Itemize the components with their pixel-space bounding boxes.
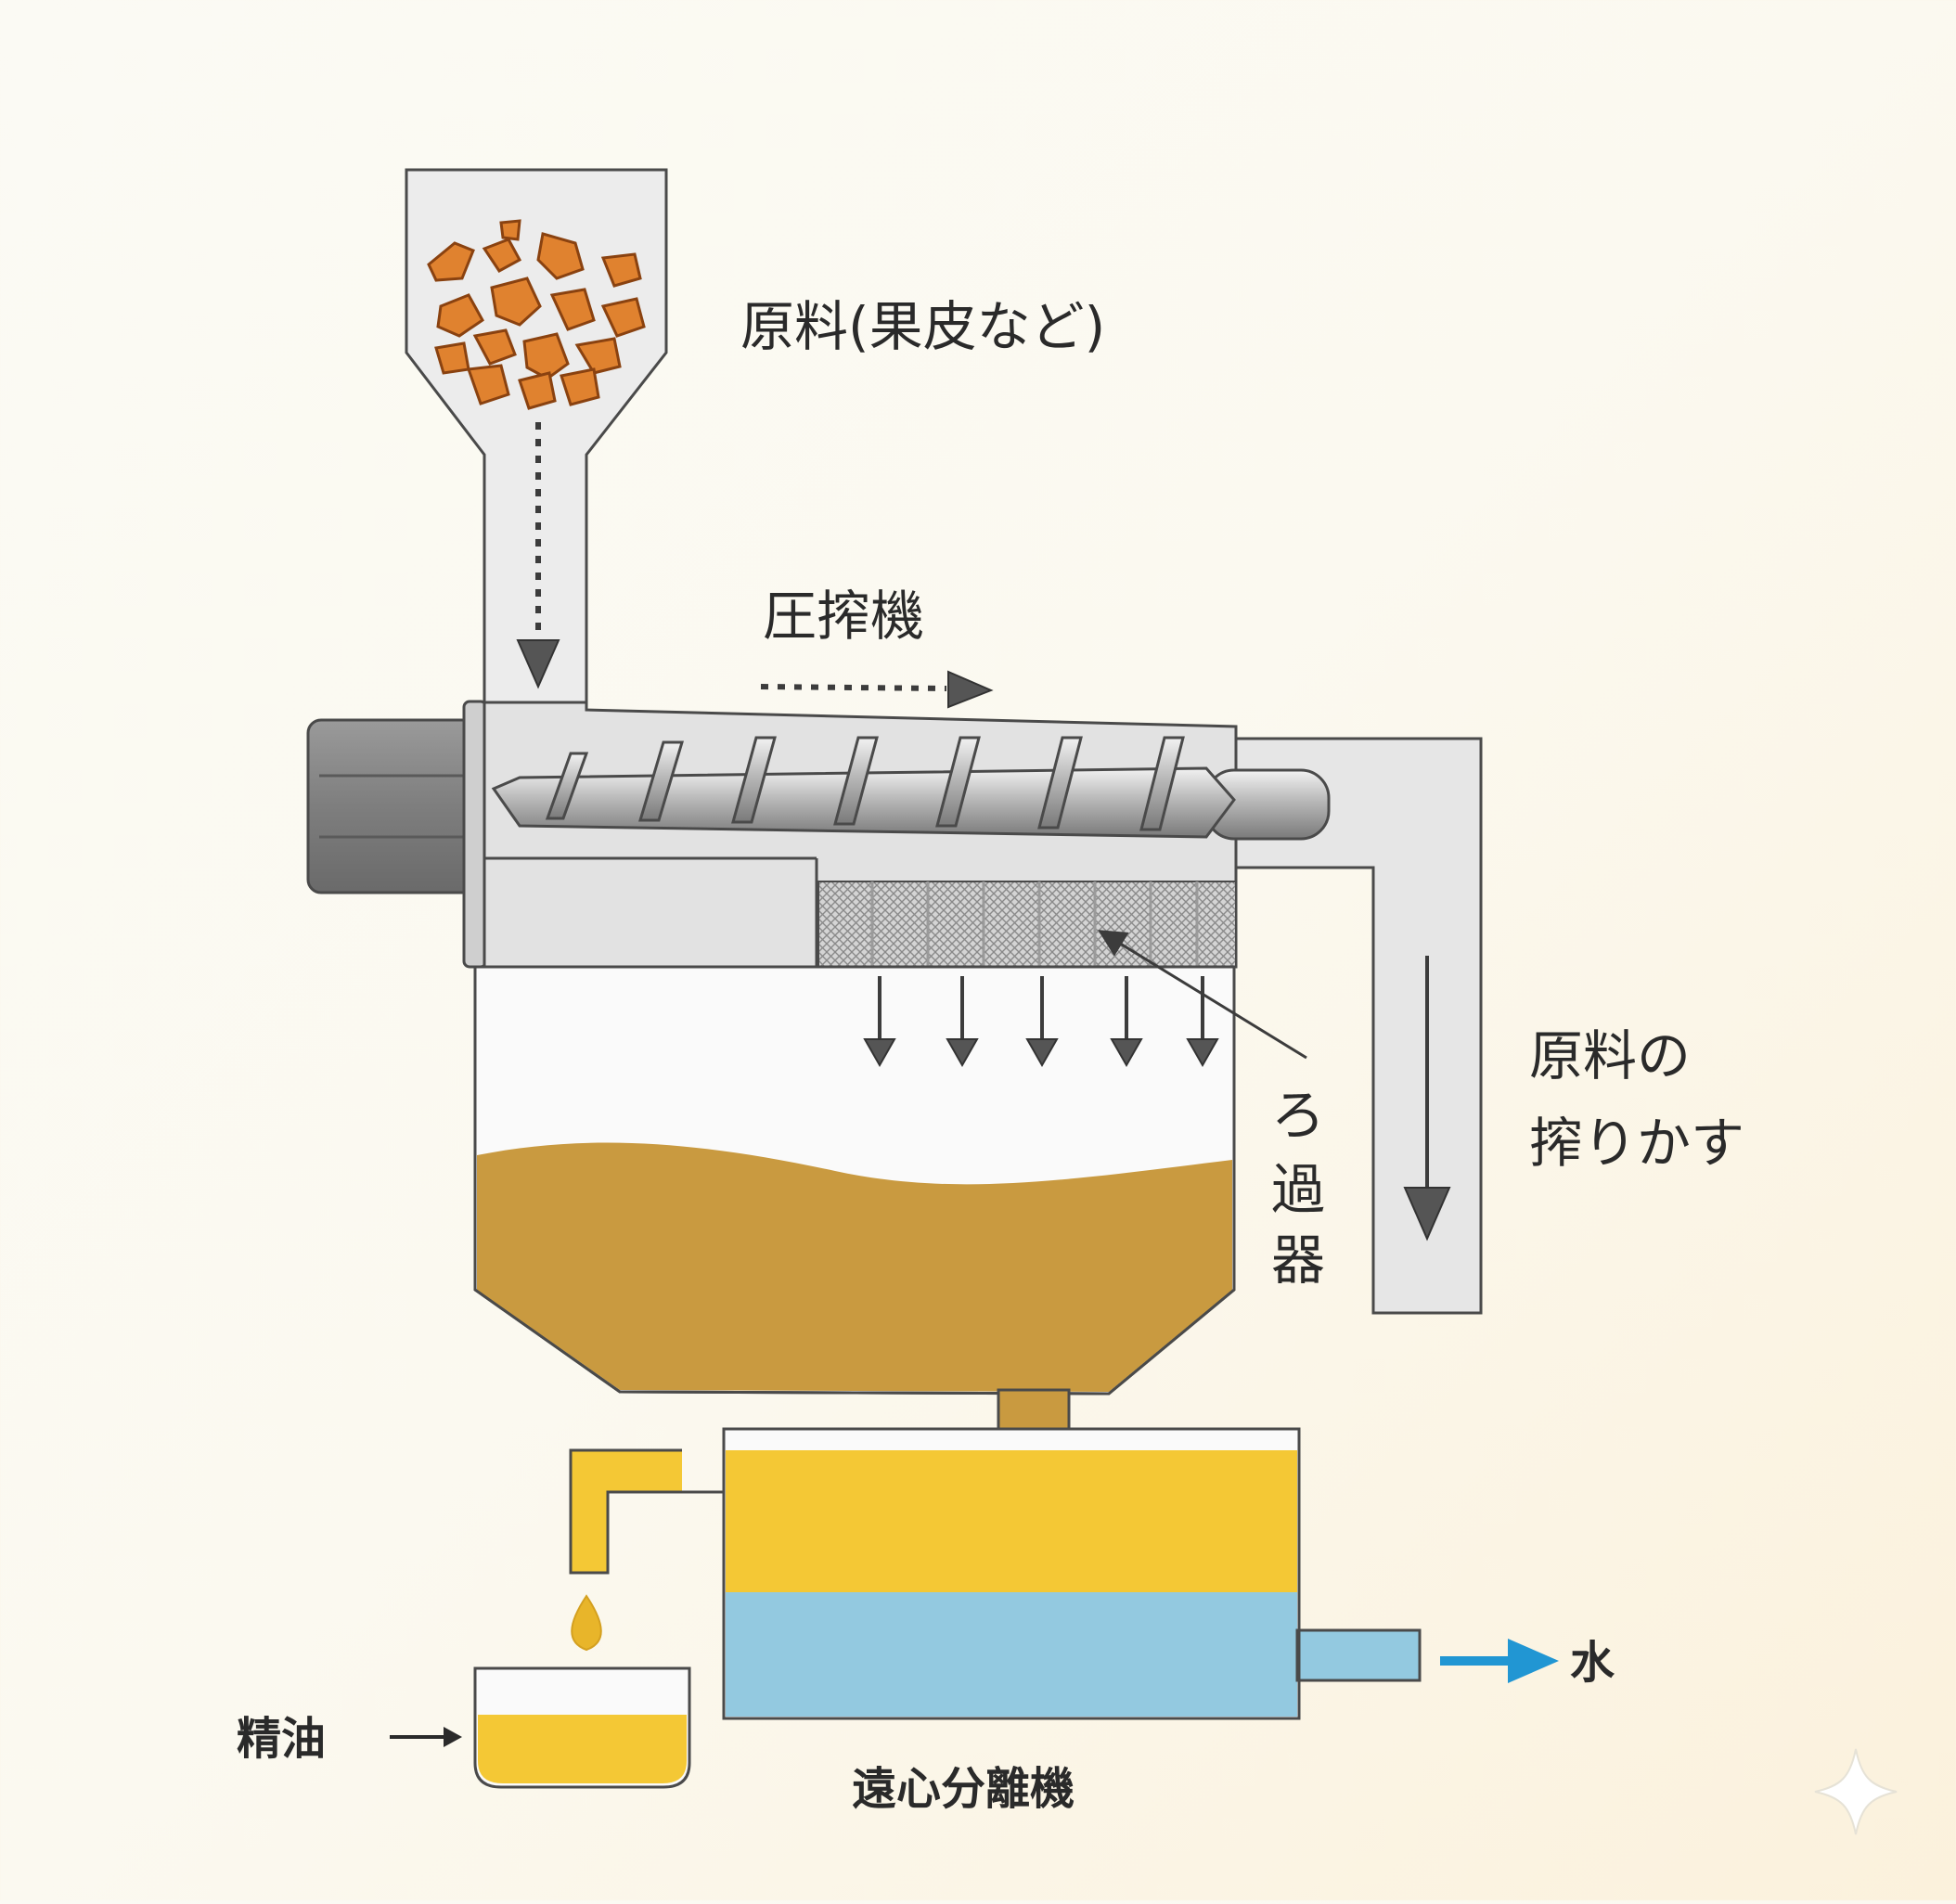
filter-pointer <box>1098 930 1307 1060</box>
label-residue-1: 原料の <box>1529 1024 1691 1087</box>
centrifuge <box>569 1388 1422 1720</box>
water-arrow <box>1440 1639 1559 1683</box>
peel-pieces <box>427 219 646 410</box>
oil-cup <box>473 1666 691 1789</box>
label-water: 水 <box>1570 1637 1615 1689</box>
screw-flights <box>545 736 1185 831</box>
label-essential-oil: 精油 <box>237 1713 326 1765</box>
label-press: 圧搾機 <box>763 585 924 648</box>
label-raw-material: 原料(果皮など) <box>740 295 1105 358</box>
label-filter-2: 過 <box>1271 1158 1325 1221</box>
label-filter-1: ろ <box>1271 1084 1325 1147</box>
residue-flow-arrow <box>1403 956 1451 1241</box>
collection-tank <box>473 965 1236 1396</box>
motor-unit <box>306 700 488 969</box>
press-flow-arrow <box>760 670 994 709</box>
residue-chute <box>1234 737 1483 1315</box>
oil-arrow <box>390 1727 462 1747</box>
label-residue-2: 搾りかす <box>1529 1112 1744 1175</box>
oil-drop <box>571 1594 602 1652</box>
label-filter-3: 器 <box>1271 1229 1325 1292</box>
filter-mesh <box>817 881 1237 968</box>
sparkle-icon <box>1814 1748 1898 1835</box>
label-centrifuge: 遠心分離機 <box>852 1763 1075 1815</box>
hopper-flow-arrow <box>516 422 560 689</box>
screw-shaft <box>491 766 1331 841</box>
filtrate-arrows <box>863 976 1219 1068</box>
